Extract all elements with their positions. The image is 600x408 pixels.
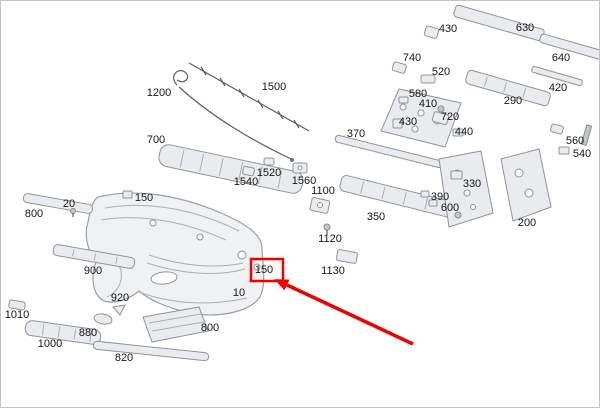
part-rail-560 xyxy=(580,124,593,147)
part-label-1520: 1520 xyxy=(256,167,282,179)
part-label-600: 600 xyxy=(440,202,460,214)
part-label-290: 290 xyxy=(503,95,523,107)
part-label-640: 640 xyxy=(551,52,571,64)
part-pad-880 xyxy=(93,313,113,325)
part-bar-290 xyxy=(465,69,551,107)
part-label-900: 900 xyxy=(83,265,103,277)
part-clip-1540 xyxy=(242,165,255,177)
part-label-630: 630 xyxy=(515,22,535,34)
part-hose-1200 xyxy=(173,70,294,162)
part-label-740: 740 xyxy=(402,52,422,64)
part-label-410: 410 xyxy=(418,98,438,110)
part-clip-920 xyxy=(112,304,126,316)
part-label-150: 150 xyxy=(134,192,154,204)
part-label-520: 520 xyxy=(431,66,451,78)
part-absorber-700 xyxy=(158,144,304,194)
part-label-920: 920 xyxy=(110,292,130,304)
part-label-580: 580 xyxy=(408,88,428,100)
part-label-440: 440 xyxy=(454,126,474,138)
part-label-820: 820 xyxy=(114,352,134,364)
part-bar-420 xyxy=(531,65,583,87)
part-label-1100: 1100 xyxy=(311,185,335,197)
part-label-880: 880 xyxy=(78,327,98,339)
part-bar-640 xyxy=(539,33,599,60)
part-label-350: 350 xyxy=(366,211,386,223)
part-bracket-1100 xyxy=(309,197,331,214)
part-label-800: 800 xyxy=(24,208,44,220)
part-bracket-1560 xyxy=(292,162,308,174)
part-label-370: 370 xyxy=(346,128,366,140)
part-label-800: 800 xyxy=(200,322,220,334)
part-clip-330 xyxy=(450,170,463,180)
part-label-10: 10 xyxy=(232,287,246,299)
part-strip-800-left xyxy=(22,193,94,214)
part-grille-800-bottom xyxy=(142,306,209,343)
part-label-1560: 1560 xyxy=(291,175,317,187)
part-strip-900 xyxy=(52,244,136,269)
part-clip-150-left xyxy=(122,190,133,199)
part-seal-strip-1500 xyxy=(188,62,310,132)
part-label-1120: 1120 xyxy=(318,233,342,245)
part-label-390: 390 xyxy=(430,191,450,203)
part-strip-820 xyxy=(92,340,210,362)
part-screw-20 xyxy=(70,208,76,217)
part-screw-600 xyxy=(454,211,462,219)
part-grille-1000 xyxy=(24,320,102,345)
part-label-330: 330 xyxy=(462,178,482,190)
part-label-20: 20 xyxy=(62,198,76,210)
part-clip-440 xyxy=(452,128,464,137)
part-clip-430-lower xyxy=(392,118,403,129)
part-label-150: 150 xyxy=(254,264,274,276)
part-bracket-200 xyxy=(500,148,552,222)
part-clip-1520 xyxy=(263,157,275,166)
part-clip-740 xyxy=(391,61,407,74)
part-label-720: 720 xyxy=(440,111,460,123)
part-clip-390a xyxy=(420,190,430,198)
part-label-430: 430 xyxy=(438,23,458,35)
part-nut-410 xyxy=(437,105,445,113)
part-clip-1010 xyxy=(8,299,26,311)
part-label-1200: 1200 xyxy=(146,87,172,99)
part-clip-580 xyxy=(398,96,409,104)
part-label-430: 430 xyxy=(398,116,418,128)
part-label-1500: 1500 xyxy=(261,81,287,93)
part-plate-1130 xyxy=(335,249,358,264)
part-label-1010: 1010 xyxy=(4,309,30,321)
part-label-1540: 1540 xyxy=(233,176,259,188)
part-clip-560 xyxy=(550,123,564,135)
part-label-200: 200 xyxy=(517,217,537,229)
part-screw-1120 xyxy=(323,223,331,235)
part-bracket-720 xyxy=(431,111,450,126)
part-label-700: 700 xyxy=(146,134,166,146)
part-clip-520 xyxy=(420,74,436,84)
part-label-1130: 1130 xyxy=(321,265,345,277)
part-clip-540 xyxy=(558,146,570,155)
part-label-1000: 1000 xyxy=(37,338,63,350)
part-bumper-cover-10 xyxy=(85,192,265,316)
part-label-420: 420 xyxy=(548,82,568,94)
part-label-560: 560 xyxy=(565,135,585,147)
part-label-540: 540 xyxy=(572,148,592,160)
part-bracket-430-top xyxy=(423,25,440,39)
part-clip-390b xyxy=(428,199,438,207)
